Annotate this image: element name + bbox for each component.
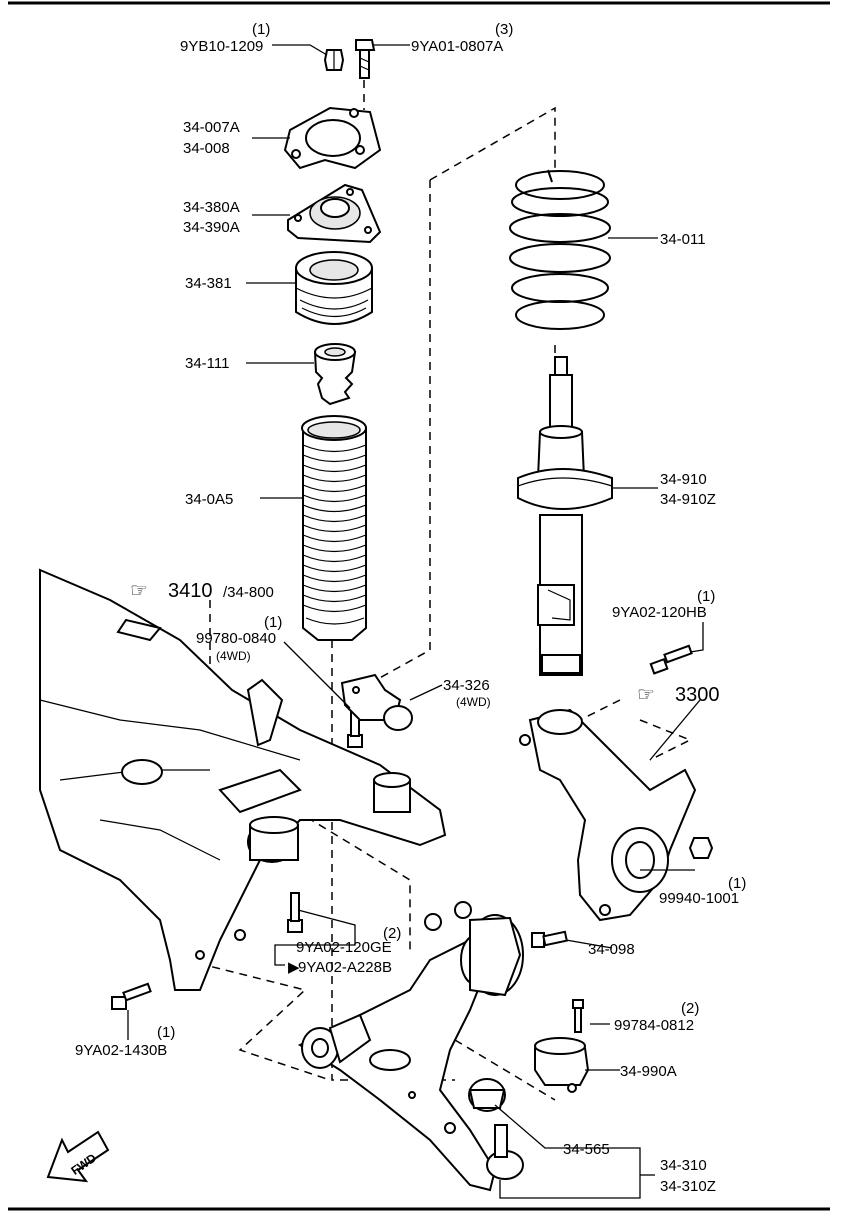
label-bolt-bj-qty: (2) bbox=[681, 1000, 699, 1017]
label-bushing: 34-565 bbox=[563, 1141, 610, 1158]
label-coil-spring: 34-011 bbox=[660, 231, 706, 248]
label-bolt-arm-a: 9YA02-120GE bbox=[296, 939, 392, 956]
label-strut-b: 34-910Z bbox=[660, 491, 716, 508]
label-ball-joint: 34-990A bbox=[620, 1063, 677, 1080]
label-crossmember-ref: 3410 bbox=[168, 580, 213, 602]
label-nut-knuckle-qty: (1) bbox=[728, 875, 746, 892]
bolt-top bbox=[355, 39, 376, 79]
crossmember-pointer-icon: ☞ bbox=[130, 580, 148, 602]
bump-stop bbox=[313, 343, 357, 406]
bearing bbox=[295, 251, 373, 325]
leader-lines bbox=[127, 44, 704, 1199]
label-bolt-4wd-qty: (1) bbox=[264, 614, 282, 631]
label-bolt-arm-b: 9YA02-A228B bbox=[298, 959, 392, 976]
nut-knuckle bbox=[688, 837, 714, 859]
crossmember bbox=[39, 568, 447, 991]
bolt-bj bbox=[572, 999, 584, 1033]
mount-rubber bbox=[287, 183, 382, 244]
label-nut-top: 9YB10-1209 bbox=[180, 38, 263, 55]
label-bolt-front-qty: (1) bbox=[157, 1024, 175, 1041]
bolt-knuckle bbox=[531, 930, 568, 948]
ball-joint bbox=[534, 1037, 590, 1093]
bolt-arm bbox=[287, 892, 303, 933]
label-mount-plate-a: 34-007A bbox=[183, 119, 240, 136]
label-bolt-bj: 99784-0812 bbox=[614, 1017, 694, 1034]
label-bolt-knuckle: 34-098 bbox=[588, 941, 635, 958]
label-lower-arm-a: 34-310 bbox=[660, 1157, 707, 1174]
label-nut-knuckle: 99940-1001 bbox=[659, 890, 739, 907]
bolt-strut bbox=[649, 644, 693, 675]
label-lower-arm-b: 34-310Z bbox=[660, 1178, 716, 1195]
label-bolt-front: 9YA02-1430B bbox=[75, 1042, 167, 1059]
steering-knuckle bbox=[519, 708, 697, 922]
label-bolt-strut-qty: (1) bbox=[697, 588, 715, 605]
label-knuckle-ref: 3300 bbox=[675, 684, 720, 706]
bolt-front bbox=[111, 982, 152, 1010]
label-mount-plate-b: 34-008 bbox=[183, 140, 230, 157]
label-bearing: 34-381 bbox=[185, 275, 232, 292]
bolt-4wd bbox=[347, 707, 363, 748]
label-strut-a: 34-910 bbox=[660, 471, 707, 488]
bushing bbox=[468, 1078, 506, 1112]
label-dust-boot: 34-0A5 bbox=[185, 491, 233, 508]
label-bolt-4wd: 99780-0840 bbox=[196, 630, 276, 647]
strut bbox=[517, 356, 613, 676]
coil-spring bbox=[509, 169, 611, 330]
bracket-4wd bbox=[340, 673, 413, 731]
lower-arm bbox=[297, 901, 524, 1192]
label-bracket-4wd: 34-326 bbox=[443, 677, 490, 694]
mount-plate bbox=[283, 106, 382, 170]
knuckle-pointer-icon: ☞ bbox=[637, 684, 655, 706]
label-bolt-strut: 9YA02-120HB bbox=[612, 604, 707, 621]
arrow-icon: ▶ bbox=[288, 959, 300, 976]
label-mount-rubber-b: 34-390A bbox=[183, 219, 240, 236]
label-crossmember-number: /34-800 bbox=[223, 584, 274, 601]
dust-boot bbox=[301, 415, 367, 641]
label-mount-rubber-a: 34-380A bbox=[183, 199, 240, 216]
label-bolt-top-qty: (3) bbox=[495, 21, 513, 38]
label-nut-top-qty: (1) bbox=[252, 21, 270, 38]
fwd-arrow-icon: FWD bbox=[46, 1130, 110, 1183]
label-bolt-top: 9YA01-0807A bbox=[411, 38, 503, 55]
label-bolt-4wd-note: (4WD) bbox=[216, 649, 251, 663]
label-bracket-4wd-note: (4WD) bbox=[456, 695, 491, 709]
label-bolt-arm-qty: (2) bbox=[383, 925, 401, 942]
part-labels: (1) 9YB10-1209 (3) 9YA01-0807A 34-007A 3… bbox=[75, 21, 746, 1195]
label-bump-stop: 34-111 bbox=[185, 355, 229, 372]
nut-top bbox=[323, 49, 345, 71]
